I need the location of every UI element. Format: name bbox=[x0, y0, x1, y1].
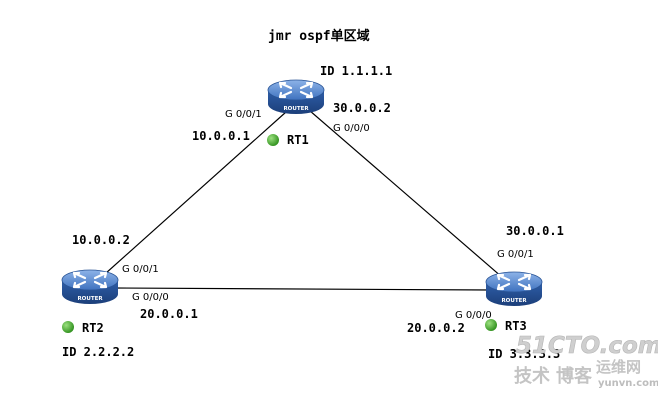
rt3-port-to-rt1: G 0/0/1 bbox=[497, 249, 534, 260]
rt1-status-dot bbox=[267, 134, 279, 146]
rt2-name: RT2 bbox=[82, 321, 104, 335]
rt3-port-to-rt2: G 0/0/0 bbox=[455, 310, 492, 321]
router-rt2-device-label: ROUTER bbox=[77, 296, 103, 302]
router-rt3[interactable]: ROUTER bbox=[484, 270, 544, 308]
rt1-name: RT1 bbox=[287, 133, 309, 147]
rt3-ip-to-rt1: 30.0.0.1 bbox=[506, 224, 564, 238]
rt1-ip-to-rt2: 10.0.0.1 bbox=[192, 129, 250, 143]
router-rt3-device-label: ROUTER bbox=[501, 298, 527, 304]
diagram-title: jmr ospf单区域 bbox=[268, 28, 370, 44]
watermark-ops: 运维网 bbox=[596, 358, 641, 376]
rt3-ip-to-rt2: 20.0.0.2 bbox=[407, 321, 465, 335]
rt1-ip-to-rt3: 30.0.0.2 bbox=[333, 101, 391, 115]
rt1-port-to-rt3: G 0/0/0 bbox=[333, 123, 370, 134]
watermark-blog: 博客 bbox=[556, 365, 593, 387]
rt2-port-to-rt1: G 0/0/1 bbox=[122, 264, 159, 275]
rt2-router-id: ID 2.2.2.2 bbox=[62, 345, 134, 359]
watermark-tech: 技术 bbox=[514, 365, 550, 387]
link-rt2-rt3 bbox=[111, 287, 493, 291]
link-rt1-rt2 bbox=[95, 111, 287, 283]
rt3-router-id: ID 3.3.3.3 bbox=[488, 347, 560, 361]
router-rt1-device-label: ROUTER bbox=[283, 106, 309, 112]
watermark: 51CTO.com 技术 博客 运维网 yunvn.com bbox=[514, 333, 658, 389]
rt1-router-id: ID 1.1.1.1 bbox=[320, 64, 392, 78]
rt2-status-dot bbox=[62, 321, 74, 333]
rt1-port-to-rt2: G 0/0/1 bbox=[225, 109, 262, 120]
watermark-url: yunvn.com bbox=[598, 378, 658, 389]
watermark-site: 51CTO.com bbox=[516, 333, 658, 359]
rt3-status-dot bbox=[485, 319, 497, 331]
rt2-ip-to-rt3: 20.0.0.1 bbox=[140, 307, 198, 321]
router-rt2[interactable]: ROUTER bbox=[60, 268, 120, 306]
router-rt1[interactable]: ROUTER bbox=[266, 78, 326, 116]
rt3-name: RT3 bbox=[505, 319, 527, 333]
link-rt1-rt3 bbox=[301, 103, 511, 285]
rt2-ip-to-rt1: 10.0.0.2 bbox=[72, 233, 130, 247]
rt2-port-to-rt3: G 0/0/0 bbox=[132, 292, 169, 303]
